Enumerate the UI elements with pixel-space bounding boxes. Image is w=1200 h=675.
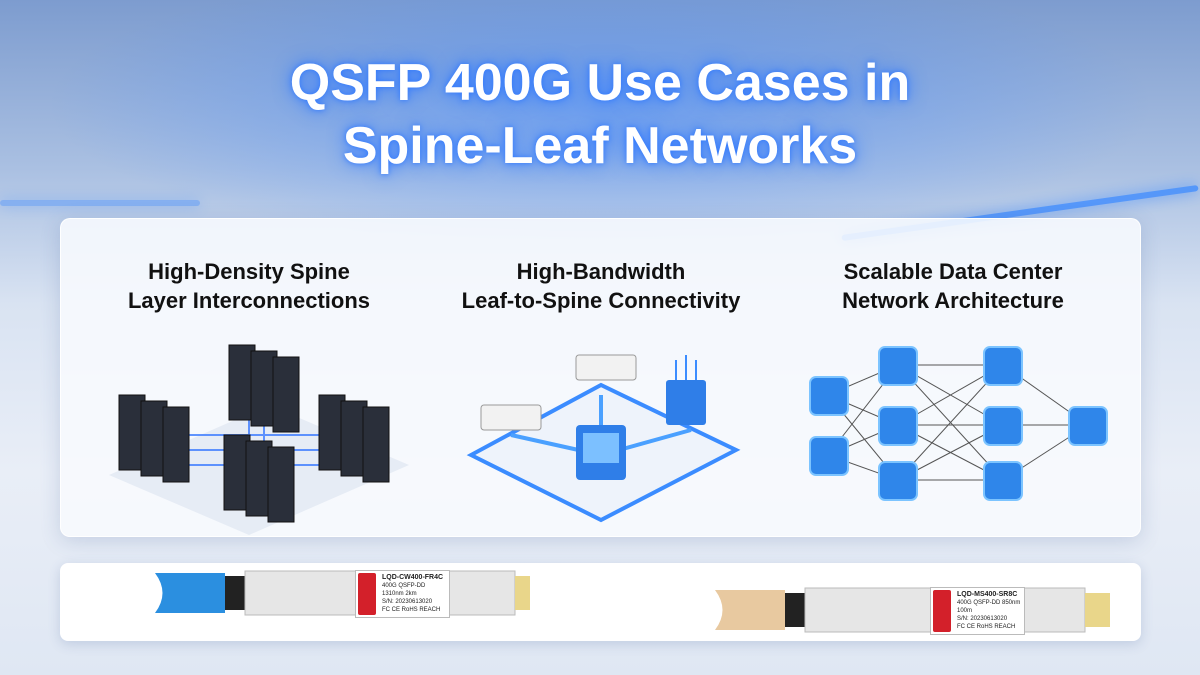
transceiver-body-icon [155, 570, 530, 616]
certifications: FC CE RoHS REACH [957, 624, 1016, 630]
use-case-title-line2: Leaf-to-Spine Connectivity [461, 288, 741, 313]
product-label: LQD-CW400-FR4C 400G QSFP-DD 1310nm 2km S… [355, 570, 450, 618]
use-case-title-line2: Layer Interconnections [127, 288, 371, 313]
module-description: 400G QSFP-DD 1310nm 2km [382, 583, 426, 597]
use-case-title-line1: Scalable Data Center [843, 259, 1063, 284]
server-racks-icon [109, 344, 409, 535]
title-line-2: Spine-Leaf Networks [342, 117, 858, 175]
model-number: LQD-MS400-SR8C [957, 591, 1018, 598]
link-pp-logo [358, 573, 376, 615]
use-case-title-line1: High-Density Spine [148, 259, 350, 284]
use-case-title-line2: Network Architecture [842, 288, 1064, 313]
page-title: QSFP 400G Use Cases in Spine-Leaf Networ… [0, 52, 1200, 178]
module-description: 400G QSFP-DD 850nm 100m [957, 600, 1021, 614]
model-number: LQD-CW400-FR4C [382, 574, 444, 581]
transceiver-strip: LQD-CW400-FR4C 400G QSFP-DD 1310nm 2km S… [60, 563, 1141, 641]
link-pp-logo [933, 590, 951, 632]
serial-number: S/N: 20230613020 [382, 599, 433, 605]
product-label: LQD-MS400-SR8C 400G QSFP-DD 850nm 100m S… [930, 587, 1025, 635]
mesh-topology-icon [809, 346, 1108, 501]
certifications: FC CE RoHS REACH [382, 607, 441, 613]
transceiver-body-icon [715, 587, 1110, 633]
background-light-strip [0, 200, 200, 206]
use-case-title-line1: High-Bandwidth [516, 259, 686, 284]
network-switches-icon [466, 354, 741, 523]
title-line-1: QSFP 400G Use Cases in [289, 54, 911, 112]
serial-number: S/N: 20230613020 [957, 616, 1008, 622]
